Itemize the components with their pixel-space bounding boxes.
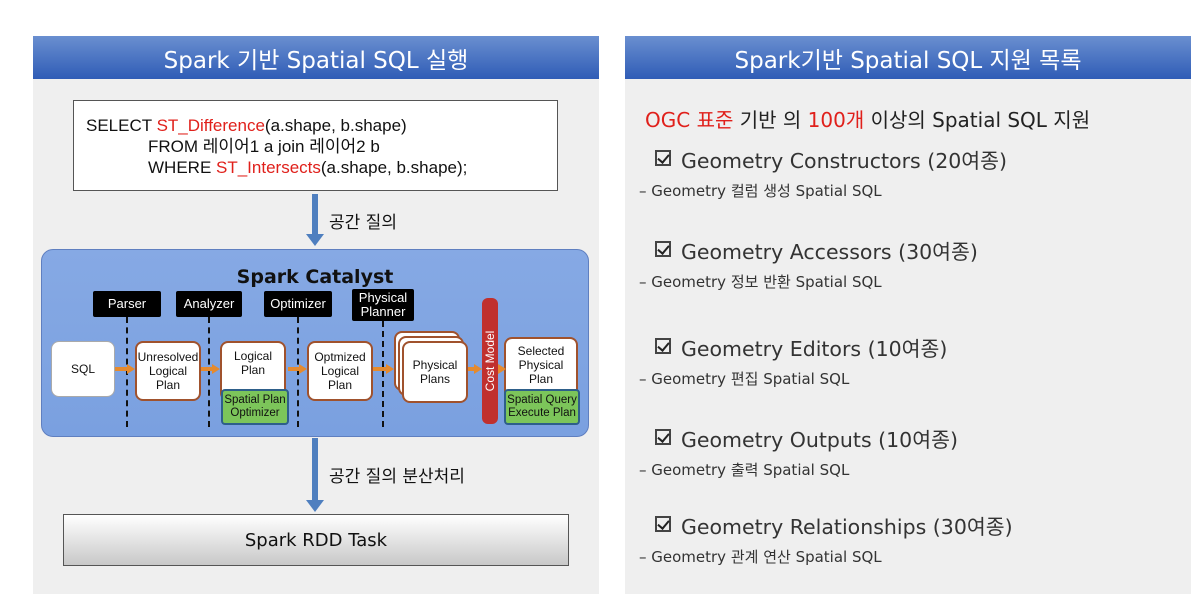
flow-arrow-right xyxy=(373,364,395,374)
stage-parser: Parser xyxy=(93,291,161,317)
checkbox-icon xyxy=(655,429,671,445)
stage-optimizer: Optimizer xyxy=(264,291,332,317)
list-item-heading: Geometry Outputs (10여종) xyxy=(655,423,958,453)
query-line-2: FROM 레이어1 a join 레이어2 b xyxy=(148,137,380,156)
physical-plans-node: Physical Plans xyxy=(402,341,468,403)
stage-physical-planner: Physical Planner xyxy=(352,289,414,321)
list-item-title: Geometry Accessors (30여종) xyxy=(681,240,978,264)
list-item-title: Geometry Editors (10여종) xyxy=(681,337,948,361)
query-keyword: WHERE xyxy=(148,158,216,177)
query-function-intersects: ST_Intersects xyxy=(216,158,321,177)
spatial-query-execute-plan: Spatial Query Execute Plan xyxy=(504,389,580,425)
stage-divider xyxy=(208,317,210,427)
catalyst-title: Spark Catalyst xyxy=(236,266,394,288)
spatial-plan-optimizer: Spatial Plan Optimizer xyxy=(221,389,289,425)
ogc-standard-text: OGC 표준 xyxy=(645,108,734,132)
unresolved-logical-plan-node: Unresolved Logical Plan xyxy=(135,341,201,401)
intro-text: 이상의 Spatial SQL 지원 xyxy=(864,108,1091,132)
flow-arrow-right xyxy=(115,364,135,374)
list-item: Geometry Outputs (10여종) – Geometry 출력 Sp… xyxy=(639,423,958,480)
sql-node: SQL xyxy=(51,341,115,397)
query-keyword: SELECT xyxy=(86,116,157,135)
flow-arrow-right xyxy=(288,364,308,374)
checkbox-icon xyxy=(655,241,671,257)
flow-arrow-down-2 xyxy=(306,438,324,512)
query-args: (a.shape, b.shape) xyxy=(264,116,407,135)
optimized-logical-plan-node: Optmized Logical Plan xyxy=(307,341,373,401)
spatial-query-label: 공간 질의 xyxy=(329,213,397,233)
checkbox-icon xyxy=(655,338,671,354)
intro-text: 기반 의 xyxy=(733,108,808,132)
list-item-heading: Geometry Editors (10여종) xyxy=(655,332,947,362)
list-item-description: – Geometry 편집 Spatial SQL xyxy=(639,370,850,388)
query-function-difference: ST_Difference xyxy=(156,116,265,135)
flow-arrow-right xyxy=(468,364,482,374)
count-text: 100개 xyxy=(807,108,865,132)
spark-rdd-task-box: Spark RDD Task xyxy=(63,514,569,566)
spark-catalyst: Spark Catalyst Parser Analyzer Optimizer… xyxy=(41,249,589,437)
query-line-1: SELECT ST_Difference(a.shape, b.shape) xyxy=(86,115,557,136)
distributed-processing-label: 공간 질의 분산처리 xyxy=(329,467,465,487)
list-item-title: Geometry Constructors (20여종) xyxy=(681,149,1008,173)
list-item-title: Geometry Outputs (10여종) xyxy=(681,428,958,452)
list-item-description: – Geometry 관계 연산 Spatial SQL xyxy=(639,548,882,566)
stage-divider xyxy=(382,321,384,427)
list-item-title: Geometry Relationships (30여종) xyxy=(681,515,1013,539)
sql-query-box: SELECT ST_Difference(a.shape, b.shape) F… xyxy=(73,100,558,191)
support-intro: OGC 표준 기반 의 100개 이상의 Spatial SQL 지원 xyxy=(645,104,1090,133)
list-item-heading: Geometry Relationships (30여종) xyxy=(655,510,1013,540)
flow-arrow-right xyxy=(201,364,221,374)
list-item-heading: Geometry Constructors (20여종) xyxy=(655,144,1007,174)
list-item-description: – Geometry 출력 Spatial SQL xyxy=(639,461,850,479)
query-args: (a.shape, b.shape); xyxy=(320,158,468,177)
right-panel: Spark기반 Spatial SQL 지원 목록 OGC 표준 기반 의 10… xyxy=(625,36,1191,594)
left-panel: Spark 기반 Spatial SQL 실행 SELECT ST_Differ… xyxy=(33,36,599,594)
list-item: Geometry Constructors (20여종) – Geometry … xyxy=(639,144,1007,201)
list-item-description: – Geometry 정보 반환 Spatial SQL xyxy=(639,273,882,291)
query-line-3: WHERE ST_Intersects(a.shape, b.shape); xyxy=(86,157,557,178)
checkbox-icon xyxy=(655,516,671,532)
list-item: Geometry Editors (10여종) – Geometry 편집 Sp… xyxy=(639,332,947,389)
stage-divider xyxy=(297,317,299,427)
flow-arrow-down-1 xyxy=(306,194,324,246)
flow-arrow-right xyxy=(498,364,506,374)
list-item: Geometry Accessors (30여종) – Geometry 정보 … xyxy=(639,235,978,292)
list-item: Geometry Relationships (30여종) – Geometry… xyxy=(639,510,1013,567)
checkbox-icon xyxy=(655,150,671,166)
cost-model-label: Cost Model xyxy=(483,330,497,392)
list-item-heading: Geometry Accessors (30여종) xyxy=(655,235,978,265)
left-panel-title: Spark 기반 Spatial SQL 실행 xyxy=(33,36,599,79)
list-item-description: – Geometry 컬럼 생성 Spatial SQL xyxy=(639,182,882,200)
cost-model-bar: Cost Model xyxy=(482,298,498,424)
stage-analyzer: Analyzer xyxy=(176,291,242,317)
right-panel-title: Spark기반 Spatial SQL 지원 목록 xyxy=(625,36,1191,79)
